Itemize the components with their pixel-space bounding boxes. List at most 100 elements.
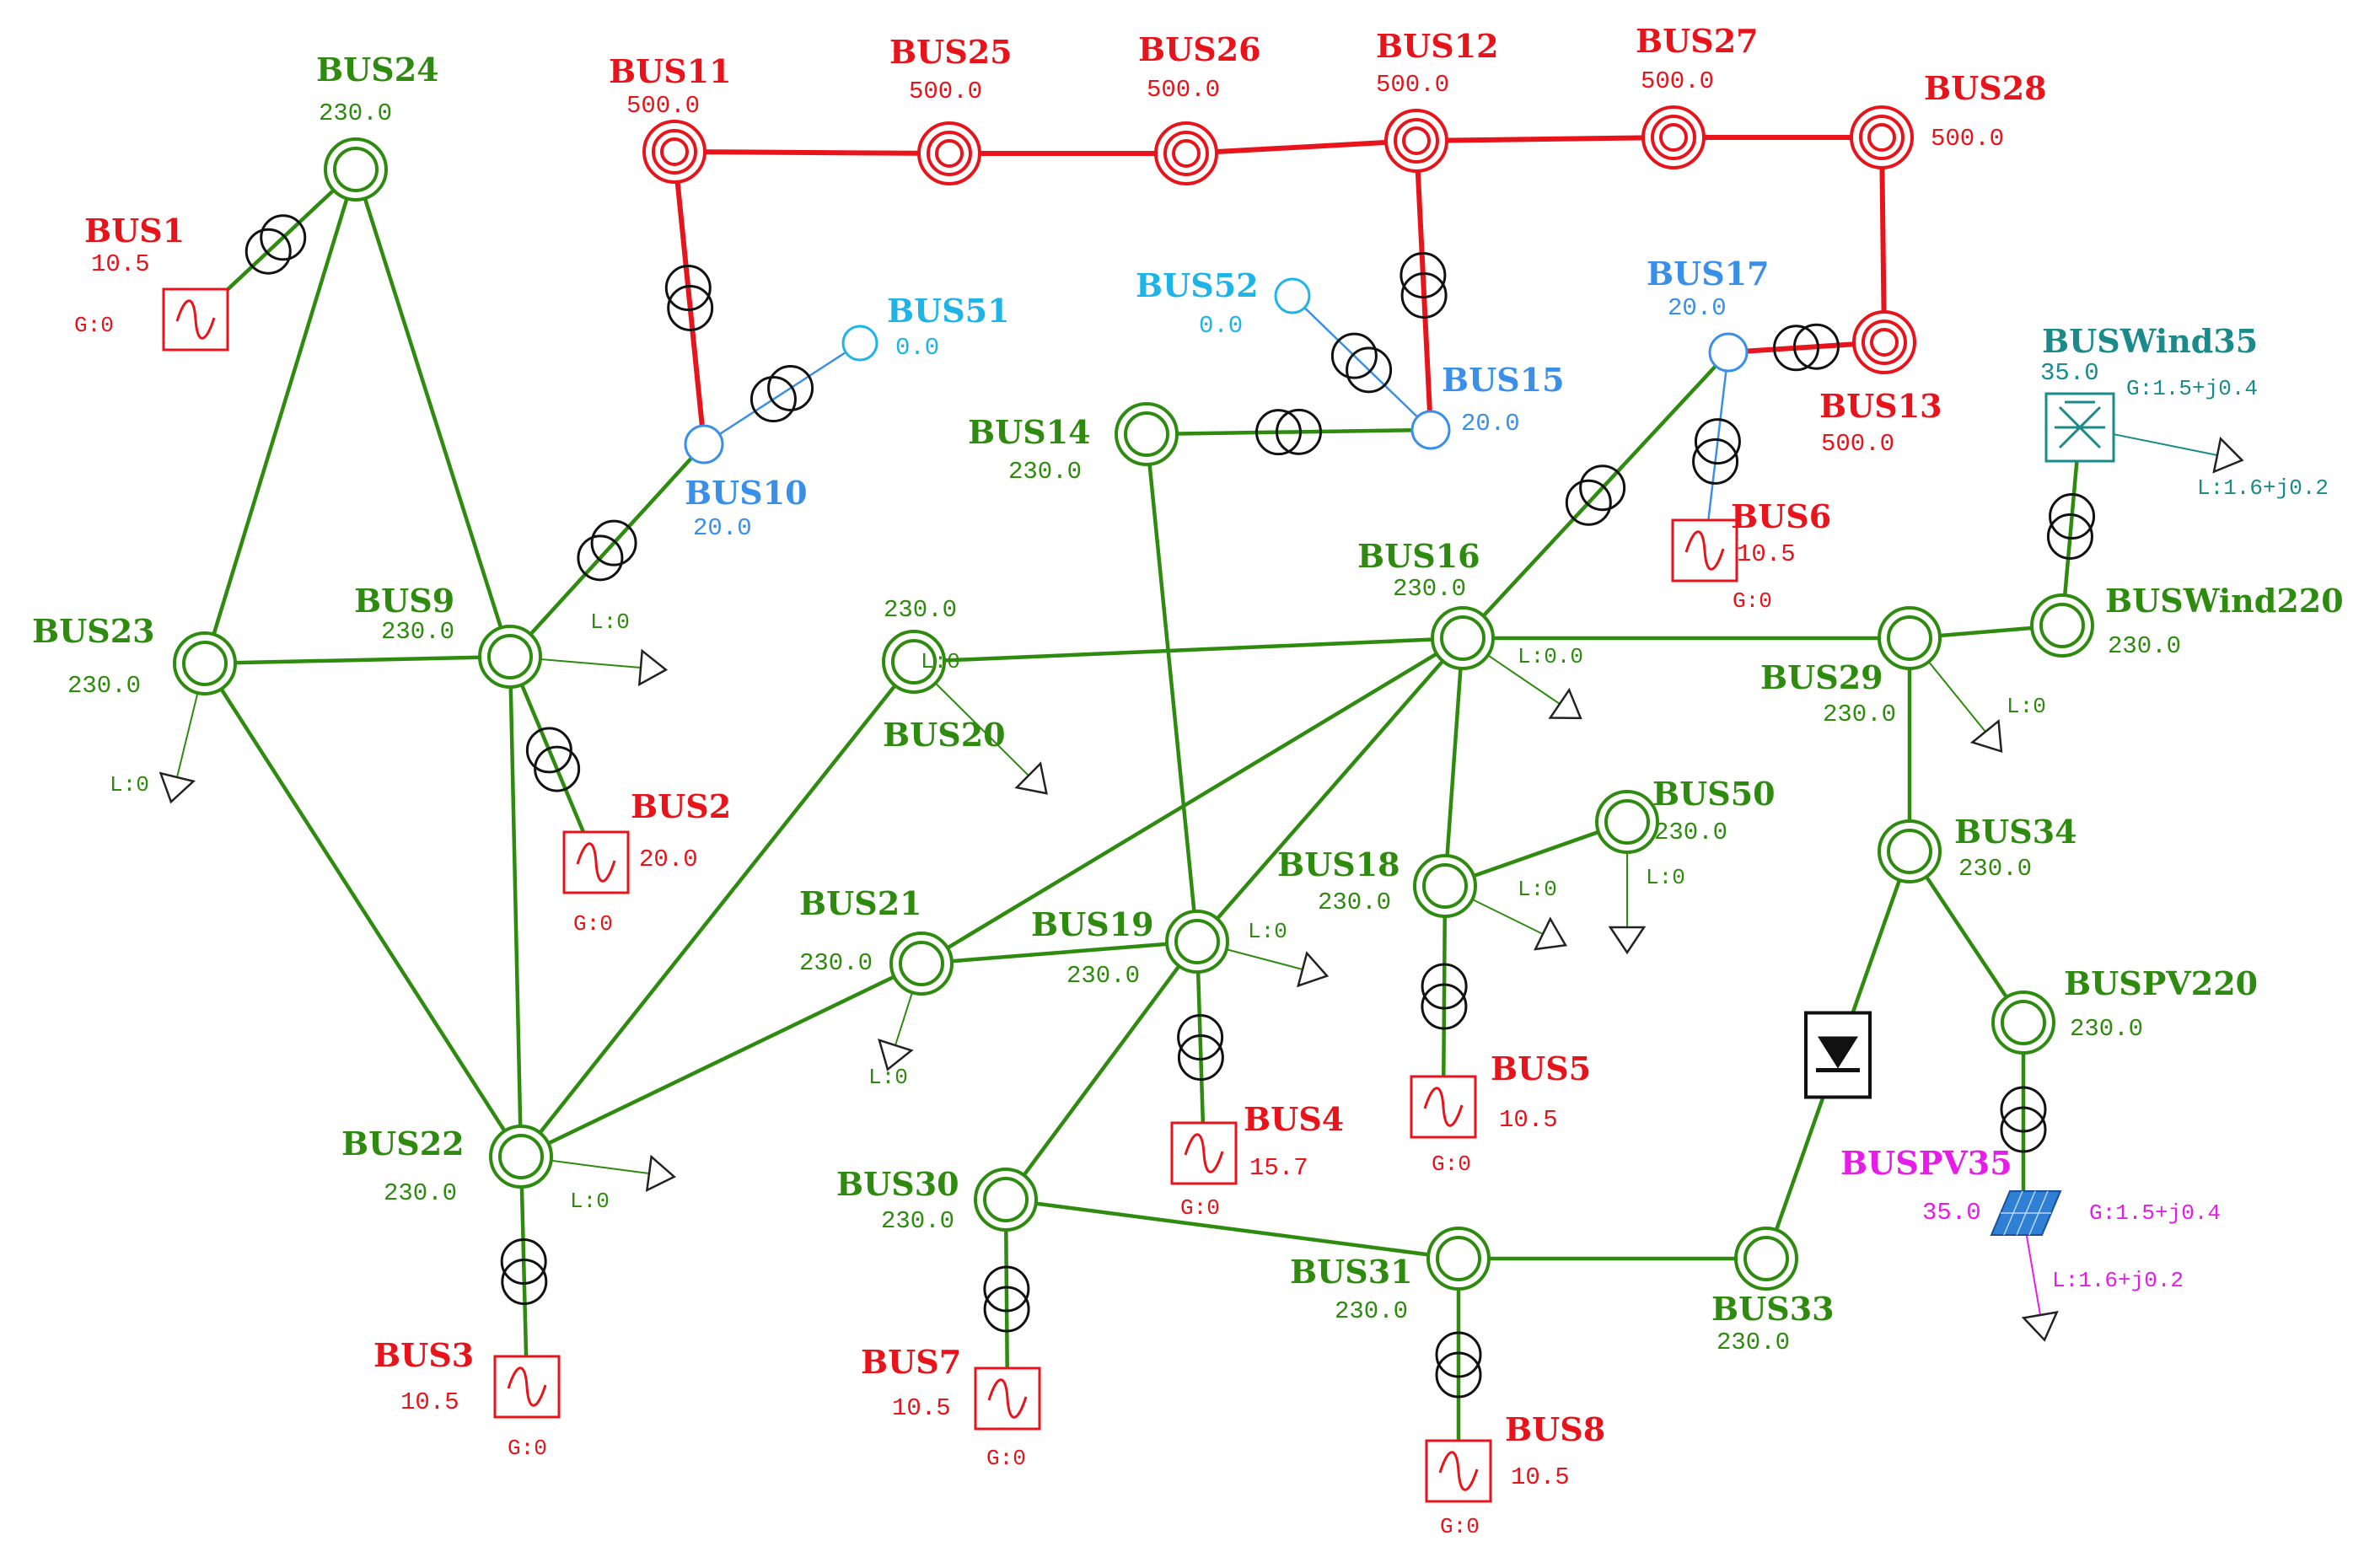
bus-voltage-BUS33: 230.0	[1717, 1329, 1790, 1356]
load-label: L:0	[110, 772, 149, 797]
pv-generation-label: G:1.5+j0.4	[2089, 1200, 2221, 1226]
bus-circle-inner	[1743, 1236, 1789, 1281]
bus-label-BUS2: BUS2	[631, 787, 731, 825]
branch-BUS9-BUS2	[508, 656, 599, 863]
bus-node-BUS19	[1165, 910, 1229, 974]
bus-node-BUSPV220	[1991, 991, 2055, 1055]
bus-node-BUS18	[1413, 854, 1477, 918]
bus-label-BUS19: BUS19	[1031, 905, 1154, 943]
transformer-winding	[1435, 1331, 1482, 1378]
transformer-icon	[2000, 1086, 2047, 1153]
transformer-winding	[2046, 513, 2093, 560]
bus-voltage-BUSPV35: 35.0	[1922, 1199, 1981, 1227]
transformer-winding	[1792, 323, 1840, 370]
generator-icon	[1410, 1075, 1477, 1139]
transformer-winding	[1694, 418, 1741, 465]
branch-BUS30-BUS31	[1005, 1197, 1459, 1261]
bus-voltage-BUS8: 10.5	[1511, 1463, 1570, 1491]
bus-voltage-BUS27: 500.0	[1641, 67, 1714, 95]
branch-BUS12-BUS27	[1416, 135, 1674, 143]
bus-circle-inner	[1859, 115, 1905, 160]
bus-label-BUS6: BUS6	[1731, 497, 1831, 535]
transformer-winding	[983, 1286, 1030, 1333]
transformer-winding	[1565, 479, 1612, 526]
bus-label-BUS31: BUS31	[1290, 1253, 1413, 1291]
bus-voltage-BUS23: 230.0	[67, 672, 141, 700]
branch-BUS22-BUS3	[518, 1156, 529, 1388]
bus-node-BUS13	[1852, 310, 1916, 374]
transformer-winding	[1421, 963, 1468, 1010]
generator-label: G:0	[573, 911, 613, 937]
load-arrow-icon	[1969, 718, 2003, 754]
bus-voltage-BUSWind35: 35.0	[2040, 359, 2099, 387]
load-arrow-icon	[645, 1154, 676, 1192]
transformer-winding	[2000, 1106, 2047, 1153]
load-arrow-icon	[1534, 916, 1567, 951]
load-label: L:0	[1646, 865, 1685, 890]
transformer-winding	[590, 519, 637, 566]
bus-voltage-BUS7: 10.5	[892, 1394, 951, 1422]
bus-circle-inner	[652, 129, 697, 174]
branch-BUS16-BUS17	[1461, 351, 1730, 640]
bus-label-BUS28: BUS28	[1924, 69, 2047, 107]
generator-label: G:0	[986, 1446, 1026, 1471]
bus-circle-inner	[1124, 411, 1169, 457]
bus-voltage-BUS10: 20.0	[693, 514, 752, 542]
branch-BUS17-BUS6	[1703, 352, 1730, 551]
bus-circle-core	[1870, 328, 1899, 357]
bus-label-BUS8: BUS8	[1505, 1410, 1605, 1448]
bus-voltage-BUS6: 10.5	[1737, 540, 1796, 568]
load-label: L:0	[590, 609, 630, 635]
bus-label-BUS52: BUS52	[1136, 266, 1259, 304]
wind-generation-label: G:1.5+j0.4	[2126, 376, 2258, 401]
sine-wave	[1423, 1087, 1464, 1127]
transformer-icon	[244, 214, 307, 275]
bus-label-BUS5: BUS5	[1491, 1050, 1591, 1087]
bus-node-BUS24	[324, 137, 388, 201]
branch-BUS24-BUS9	[353, 169, 513, 658]
branch-BUS21-BUS16	[920, 636, 1464, 965]
bus-circle-inner	[983, 1177, 1029, 1222]
bus-node-BUS29	[1878, 606, 1942, 670]
bus-label-BUS3: BUS3	[373, 1336, 474, 1374]
bus-circle	[1274, 277, 1311, 314]
bus-label-BUS13: BUS13	[1819, 387, 1942, 425]
branch-BUS34-BUSPV220	[1908, 850, 2025, 1024]
bus-circle-core	[1402, 126, 1431, 155]
load-label: L:0	[868, 1065, 908, 1090]
bus-node-BUS28	[1850, 105, 1914, 169]
bus-label-BUS29: BUS29	[1760, 658, 1883, 696]
load-arrow-icon	[2212, 436, 2244, 474]
transformer-winding	[534, 745, 581, 792]
bus-node-BUS14	[1115, 402, 1179, 466]
bus-circle-inner	[891, 639, 937, 685]
branch-BUS12-BUS15	[1414, 140, 1433, 431]
transformer-icon	[983, 1265, 1030, 1333]
bus-circle-core	[660, 137, 689, 166]
branch-BUS11-BUS10	[672, 151, 706, 445]
bus-voltage-BUS25: 500.0	[909, 78, 982, 105]
wind-turbine-icon	[2044, 392, 2115, 463]
transformer-winding	[1773, 325, 1820, 372]
bus-label-BUS11: BUS11	[609, 52, 732, 90]
generator-box	[162, 287, 229, 352]
transformer-winding	[525, 727, 572, 774]
bus-label-BUS9: BUS9	[354, 582, 454, 620]
bus-label-BUS33: BUS33	[1711, 1290, 1835, 1328]
bus-node-BUS16	[1431, 606, 1495, 670]
bus-label-BUS23: BUS23	[32, 612, 155, 650]
branch-BUS15-BUS52	[1292, 295, 1432, 431]
transformer-winding	[1400, 252, 1447, 299]
branch-BUS24-BUS23	[202, 169, 358, 664]
bus-node-BUS10	[684, 424, 724, 464]
bus-voltage-BUSPV220: 230.0	[2070, 1015, 2143, 1043]
sine-wave	[1438, 1451, 1479, 1491]
bus-voltage-BUS21: 230.0	[799, 949, 873, 977]
transformer-winding	[1346, 346, 1393, 394]
branch-BUS18-BUS5	[1441, 885, 1448, 1108]
transformer-winding	[577, 534, 624, 582]
bus-circle-inner	[899, 941, 944, 986]
transformer-icon	[525, 727, 581, 792]
bus-circle-inner	[2001, 1000, 2046, 1045]
bus-circle-inner	[498, 1134, 544, 1179]
